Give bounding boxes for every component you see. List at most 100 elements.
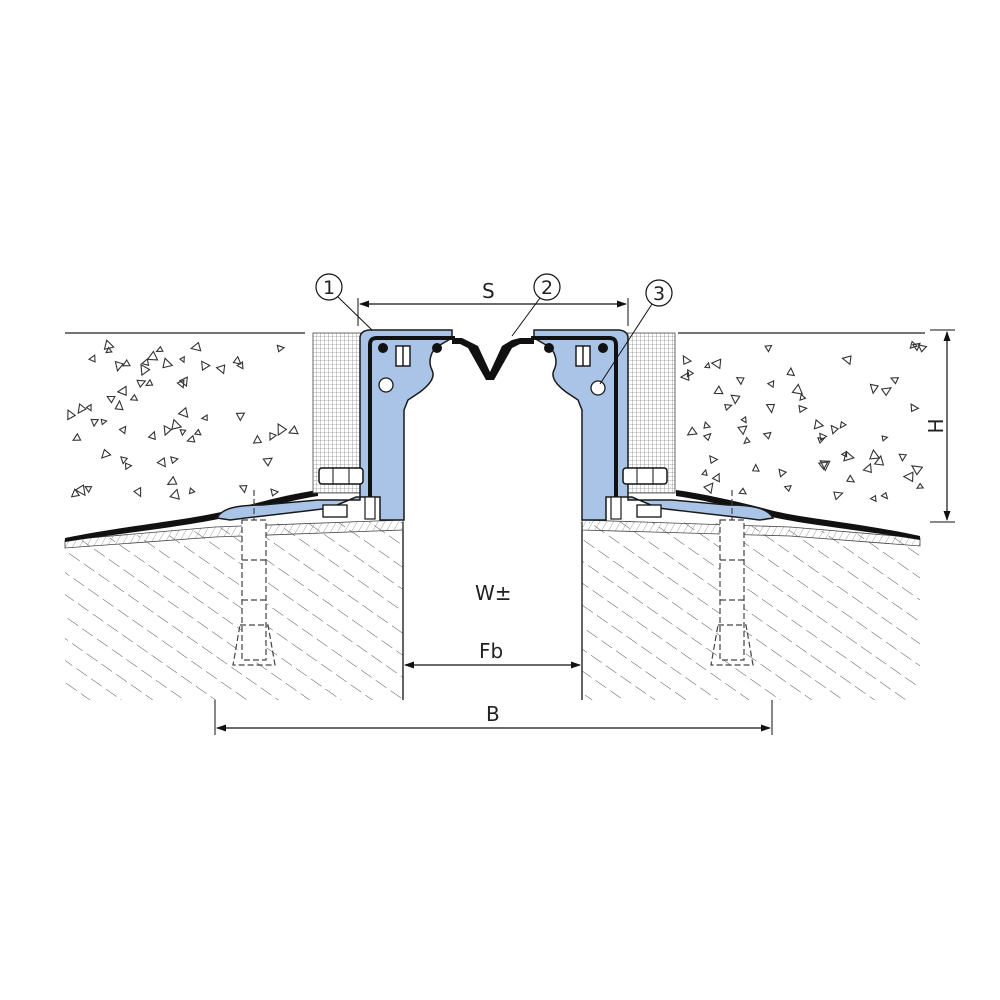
aggregate-particle <box>764 344 773 353</box>
dimension-label-s: S <box>482 279 495 303</box>
callout-label-3: 3 <box>653 283 665 305</box>
aggregate-particle <box>902 471 914 483</box>
aggregate-particle <box>147 430 156 441</box>
aggregate-particle <box>917 344 928 353</box>
aggregate-particle <box>193 428 202 436</box>
seal-lock-right <box>544 343 608 367</box>
aggregate-particle <box>786 366 796 377</box>
aggregate-particle <box>765 403 776 414</box>
mesh-infill-right <box>622 332 676 494</box>
aggregate-particle <box>709 454 719 465</box>
aggregate-particle <box>262 457 273 467</box>
aggregate-particle <box>100 418 108 426</box>
aggregate-particle <box>751 463 760 472</box>
aggregate-particle <box>909 340 918 350</box>
aggregate-particle <box>171 418 183 430</box>
aggregate-particle <box>188 487 196 495</box>
anchor-nut-left <box>318 467 364 518</box>
aggregate-particle <box>711 472 720 483</box>
aggregate-particle <box>176 379 185 389</box>
waterproof-membrane <box>65 490 920 542</box>
anchor-nut-right <box>622 467 668 518</box>
callout-label-2: 2 <box>541 277 553 299</box>
aggregate-particle <box>90 418 100 428</box>
aggregate-particle <box>843 450 855 462</box>
aggregate-particle <box>169 488 180 500</box>
aggregate-particle <box>155 345 164 352</box>
aggregate-particle <box>121 358 131 367</box>
aggregate-particle <box>833 491 844 501</box>
aggregate-particle <box>136 379 147 389</box>
aggregate-particle <box>114 360 125 373</box>
aggregate-particle <box>813 418 825 430</box>
aggregate-particle <box>238 485 248 494</box>
aggregate-particle <box>166 475 178 485</box>
aggregate-particle <box>869 494 877 503</box>
aggregate-particle <box>846 474 856 483</box>
aggregate-particle <box>215 364 226 375</box>
aggregate-particle <box>235 412 246 422</box>
aggregate-particle <box>713 384 724 395</box>
dimension-label-b: B <box>486 702 500 726</box>
profile-edge-seal <box>368 336 618 497</box>
aggregate-particle <box>841 355 852 366</box>
aggregate-particle <box>252 434 263 444</box>
aggregate-particle <box>702 482 714 495</box>
aggregate-particle <box>743 436 751 445</box>
aggregate-particle <box>179 355 185 364</box>
aggregate-particle <box>915 482 925 489</box>
aggregate-particle <box>682 354 693 366</box>
aggregate-particle <box>737 425 748 436</box>
aggregate-particle <box>679 371 690 382</box>
aggregate-particle <box>738 487 747 495</box>
aggregate-particle <box>277 422 288 437</box>
concrete-slab-left <box>65 522 404 700</box>
aggregate-particle <box>140 357 150 367</box>
anchor-bolt-right <box>710 490 754 666</box>
callout-3 <box>599 279 673 385</box>
aggregate-particle <box>881 435 889 442</box>
aggregate-particle <box>114 399 124 411</box>
aggregate-particle <box>270 488 280 497</box>
aggregate-particle <box>106 395 116 404</box>
aggregate-particle <box>105 346 113 354</box>
aggregate-particle <box>118 425 127 435</box>
aggregate-particle <box>735 376 745 386</box>
aggregate-particle <box>798 404 809 414</box>
aggregate-particle <box>840 450 848 458</box>
aggregate-particle <box>762 431 772 440</box>
aggregate-particle <box>129 393 139 401</box>
concrete-slab-right <box>581 522 920 700</box>
seal-lock-left <box>378 343 442 367</box>
aggregate-particle <box>67 409 77 421</box>
aggregate-particle <box>133 486 142 498</box>
callout-2 <box>511 273 561 337</box>
aggregate-particle <box>162 357 174 369</box>
aggregate-particle <box>288 425 299 435</box>
aggregate-particle <box>84 486 93 494</box>
aggregate-particle <box>783 485 792 493</box>
aggregate-particle <box>179 429 187 437</box>
dimension-s <box>357 298 629 326</box>
dimension-label-fb: Fb <box>479 639 503 663</box>
aggregate-particle <box>702 432 712 442</box>
dimension-label-w: W± <box>475 581 512 605</box>
aggregate-particle <box>766 380 775 389</box>
aggregate-particle <box>880 387 893 397</box>
aggregate-particle <box>730 394 741 405</box>
aggregate-particle <box>145 378 154 387</box>
dimension-label-h: H <box>924 418 948 433</box>
aggregate-particle <box>700 468 708 476</box>
aggregate-particle <box>799 393 807 402</box>
aggregate-particle <box>778 468 788 478</box>
aggregate-particle <box>880 491 889 500</box>
aggregate-particle <box>74 484 86 497</box>
aggregate-particle <box>703 420 712 429</box>
callout-label-1: 1 <box>323 277 335 299</box>
aggregate-particle <box>140 363 151 377</box>
screed-aggregate <box>67 339 928 503</box>
aggregate-particle <box>911 342 921 352</box>
aggregate-particle <box>156 457 166 468</box>
aggregate-particle <box>269 431 278 442</box>
